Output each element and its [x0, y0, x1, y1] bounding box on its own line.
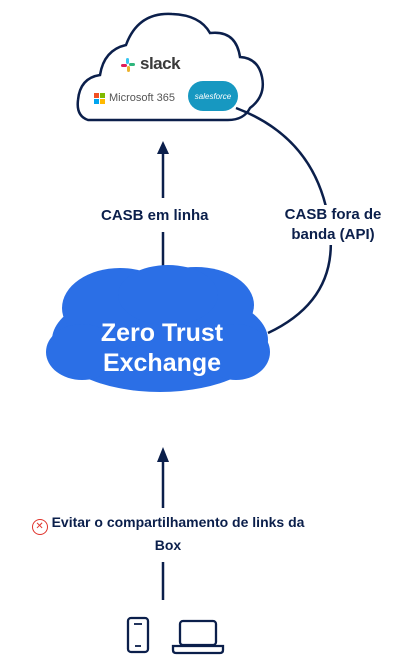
salesforce-logo: salesforce — [188, 81, 238, 111]
microsoft-365-logo: Microsoft 365 — [94, 92, 175, 104]
smartphone-icon — [126, 616, 150, 654]
slack-logo: slack — [121, 54, 181, 74]
salesforce-wordmark: salesforce — [194, 91, 232, 101]
close-circle-icon: ✕ — [31, 519, 48, 535]
policy-label: ✕Evitar o compartilhamento de links da B… — [28, 512, 308, 555]
slack-wordmark: slack — [140, 54, 181, 73]
casb-inline-label: CASB em linha — [95, 204, 215, 228]
laptop-icon — [171, 619, 225, 655]
zero-trust-cloud — [46, 265, 270, 392]
slack-mark-icon — [121, 57, 135, 72]
zero-trust-exchange-title: Zero Trust Exchange — [100, 319, 224, 377]
casb-oob-text: CASB fora de banda (API) — [284, 206, 382, 243]
microsoft-365-label: Microsoft 365 — [109, 92, 176, 104]
device-arrowhead — [157, 447, 169, 462]
microsoft-windows-icon — [94, 92, 105, 104]
casb-oob-label: CASB fora de banda (API) — [278, 205, 388, 245]
policy-text: Evitar o compartilhamento de links da Bo… — [51, 514, 305, 553]
inline-arrowhead — [157, 141, 169, 154]
